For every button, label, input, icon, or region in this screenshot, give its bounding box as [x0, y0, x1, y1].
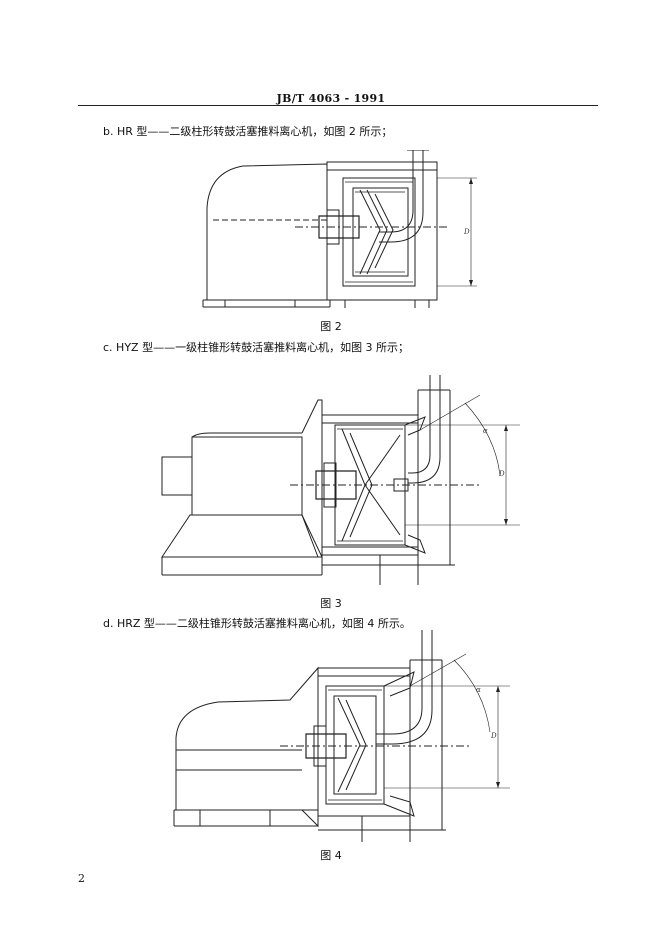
item-d-text: d. HRZ 型——二级柱锥形转鼓活塞推料离心机，如图 4 所示。 — [103, 617, 411, 630]
figure-2-dimension-label: D — [464, 228, 470, 236]
item-b-text: b. HR 型——二级柱形转鼓活塞推料离心机，如图 2 所示； — [103, 125, 393, 138]
page-header: JB/T 4063 - 1991 — [276, 92, 386, 105]
page-number: 2 — [78, 872, 85, 885]
figure-3-motor — [192, 437, 302, 515]
figure-3-cone-bottom — [405, 535, 425, 553]
figure-3-base — [162, 515, 322, 557]
header-rule — [78, 105, 598, 106]
item-c-text: c. HYZ 型——一级柱锥形转鼓活塞推料离心机，如图 3 所示； — [103, 341, 410, 354]
figure-3: D α — [150, 375, 520, 590]
figure-2-caption: 图 2 — [320, 320, 342, 333]
figure-4-dimension-label: D — [491, 732, 497, 740]
figure-3-angle-arc — [465, 403, 500, 475]
figure-4-housing — [176, 668, 318, 826]
figure-4-angle-label: α — [476, 686, 481, 694]
figure-4-feed-pipe — [376, 630, 422, 734]
figure-3-dimension-label: D — [499, 470, 505, 478]
figure-4-angle-arc — [454, 660, 490, 732]
figure-4: D α — [170, 630, 515, 842]
figure-3-feed-pipe — [408, 375, 430, 473]
figure-4-caption: 图 4 — [320, 849, 342, 862]
figure-4-cone-top — [384, 672, 414, 696]
figure-2: D — [195, 150, 495, 315]
figure-3-angle-label: α — [483, 427, 488, 435]
figure-2-housing — [207, 164, 327, 300]
figure-4-cone-bottom — [384, 796, 414, 816]
figure-2-feed-pipe — [379, 150, 413, 232]
figure-3-caption: 图 3 — [320, 597, 342, 610]
figure-3-cone-top — [405, 417, 425, 435]
